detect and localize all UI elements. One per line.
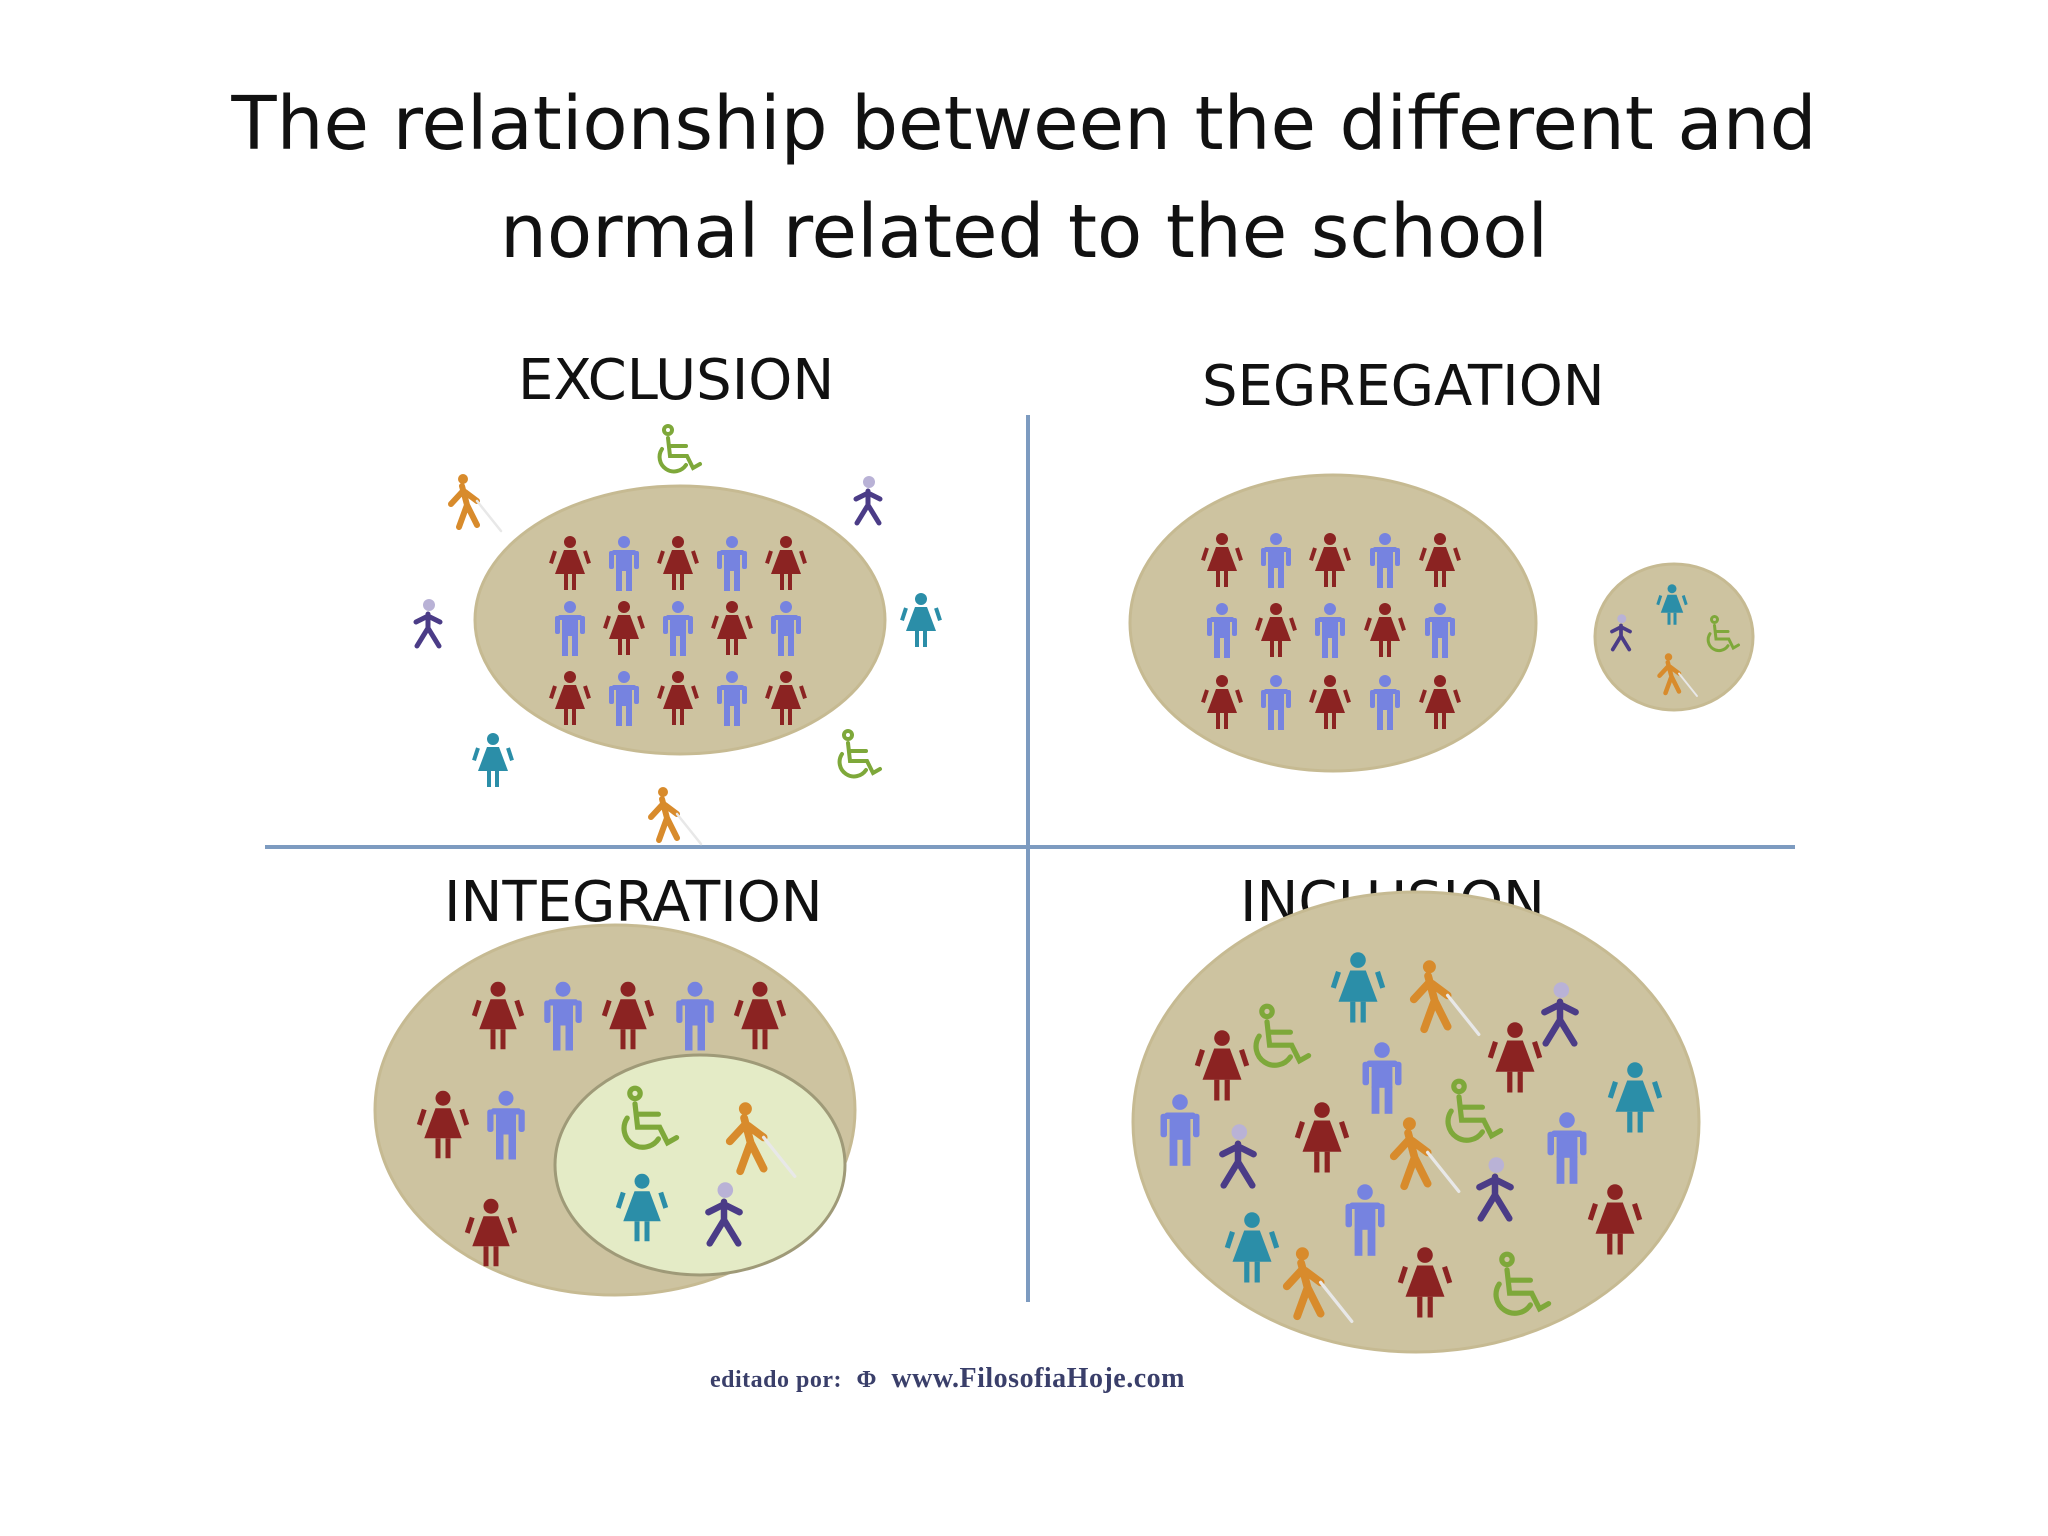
segregation-small-circle bbox=[1593, 562, 1755, 712]
integration-inner-circle bbox=[553, 1053, 847, 1277]
exclusion-label: EXCLUSION bbox=[518, 348, 835, 413]
title-line-2: normal related to the school bbox=[499, 189, 1549, 275]
phi-symbol-icon: Φ bbox=[856, 1367, 877, 1393]
inclusion-group bbox=[1131, 890, 1701, 1354]
credit-line: editado por: Φ www.FilosofiaHoje.com bbox=[710, 1363, 1185, 1395]
exclusion-group bbox=[416, 424, 942, 844]
segregation-label: SEGREGATION bbox=[1202, 354, 1605, 419]
credit-prefix: editado por: bbox=[710, 1367, 842, 1393]
page-title: The relationship between the different a… bbox=[0, 70, 2048, 286]
credit-url: www.FilosofiaHoje.com bbox=[891, 1363, 1185, 1394]
title-line-1: The relationship between the different a… bbox=[231, 81, 1817, 167]
segregation-group bbox=[1128, 473, 1755, 773]
integration-group bbox=[373, 923, 857, 1297]
